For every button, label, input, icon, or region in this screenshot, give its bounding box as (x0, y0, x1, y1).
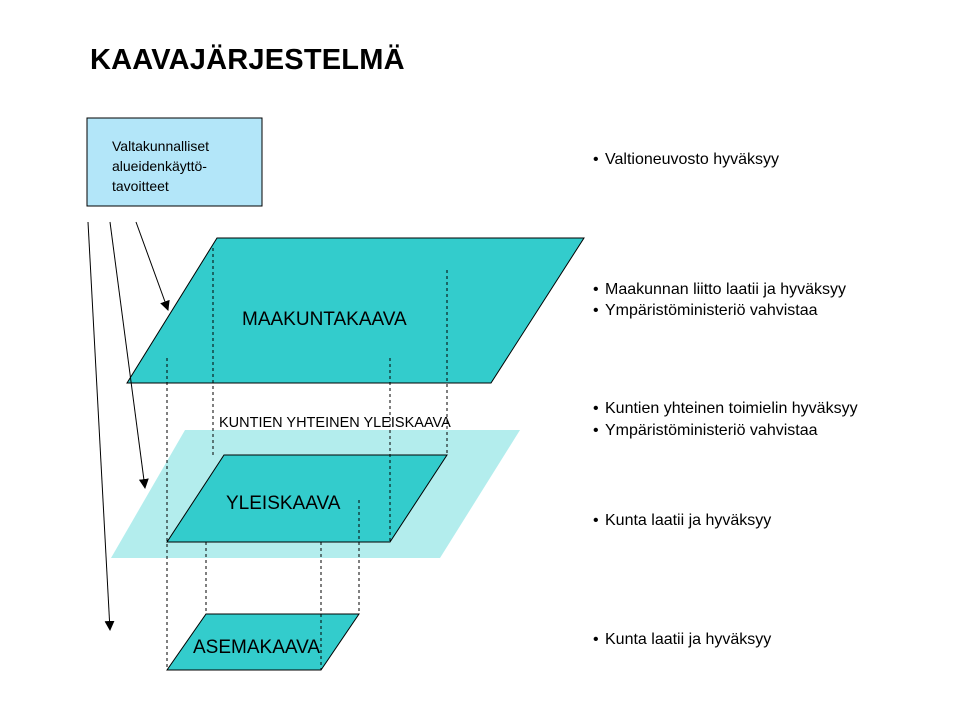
bullet-symbol: • (593, 512, 599, 529)
bullet-general-1: • Kunta laatii ja hyväksyy (593, 510, 771, 531)
bullet-symbol: • (593, 281, 599, 298)
bullet-objectives-1: • Valtioneuvosto hyväksyy (593, 149, 779, 170)
influence-arrows (87, 221, 170, 631)
projection-lines (166, 248, 448, 670)
joint-general-plan-label: KUNTIEN YHTEINEN YLEISKAAVA (219, 415, 451, 431)
bullet-text: Kunta laatii ja hyväksyy (605, 631, 772, 648)
page-title: KAAVAJÄRJESTELMÄ (90, 44, 405, 76)
bullet-text: Kunta laatii ja hyväksyy (605, 512, 772, 529)
bullet-symbol: • (593, 631, 599, 648)
objectives-box (86, 117, 263, 207)
bullet-symbol: • (593, 400, 599, 417)
bullet-joint-2: • Ympäristöministeriö vahvistaa (593, 420, 818, 441)
bullet-text: Valtioneuvosto hyväksyy (605, 151, 780, 168)
bullet-detailed-1: • Kunta laatii ja hyväksyy (593, 629, 771, 650)
bullet-text: Ympäristöministeriö vahvistaa (605, 422, 818, 439)
bullet-symbol: • (593, 151, 599, 168)
bullet-text: Ympäristöministeriö vahvistaa (605, 302, 818, 319)
asemakaava-label: ASEMAKAAVA (193, 637, 320, 658)
arrow-to-maakuntakaava (135, 221, 170, 311)
maakuntakaava-label: MAAKUNTAKAAVA (242, 309, 407, 330)
bullet-regional-2: • Ympäristöministeriö vahvistaa (593, 300, 818, 321)
yleiskaava-label: YLEISKAAVA (226, 493, 341, 514)
regional-plan-plane (126, 237, 585, 384)
bullet-symbol: • (593, 302, 599, 319)
objectives-line-1: Valtakunnalliset (112, 138, 209, 154)
bullet-regional-1: • Maakunnan liitto laatii ja hyväksyy (593, 279, 846, 300)
objectives-line-2: alueidenkäyttö- (112, 158, 207, 174)
general-plan-plane (166, 454, 448, 543)
arrow-to-yleiskaava (109, 221, 149, 489)
arrow-to-asemakaava (87, 221, 115, 631)
bullet-joint-1: • Kuntien yhteinen toimielin hyväksyy (593, 398, 858, 419)
objectives-line-3: tavoitteet (112, 178, 169, 194)
bullet-text: Kuntien yhteinen toimielin hyväksyy (605, 400, 858, 417)
bullet-text: Maakunnan liitto laatii ja hyväksyy (605, 281, 847, 298)
bullet-symbol: • (593, 422, 599, 439)
